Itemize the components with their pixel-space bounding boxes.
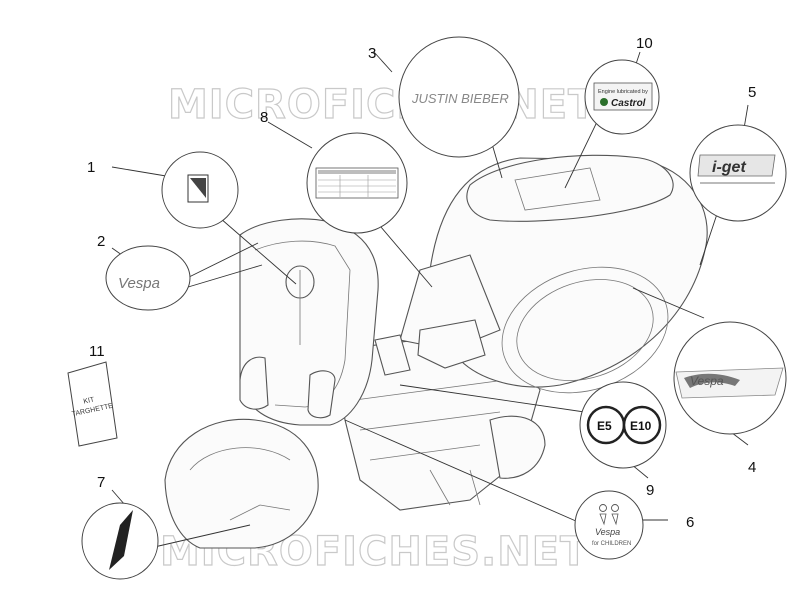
kit-envelope: KIT TARGHETTE bbox=[67, 361, 118, 447]
vespa-script-decal: Vespa bbox=[118, 275, 160, 292]
callout-number-8: 8 bbox=[260, 109, 268, 126]
callout-circle-4: Vespa bbox=[673, 321, 787, 435]
callout-number-9: 9 bbox=[646, 482, 654, 499]
callout-circle-8 bbox=[306, 132, 408, 234]
callout-number-10: 10 bbox=[636, 35, 653, 52]
callout-circle-7 bbox=[81, 502, 159, 580]
callout-circle-10: Engine lubricated by Castrol bbox=[584, 59, 660, 135]
castrol-brand: Castrol bbox=[611, 98, 646, 109]
callout-number-7: 7 bbox=[97, 474, 105, 491]
signature-decal: JUSTIN BIEBER bbox=[411, 91, 509, 106]
callout-number-5: 5 bbox=[748, 84, 756, 101]
castrol-small-text: Engine lubricated by bbox=[598, 89, 648, 95]
callout-circle-9: E5 E10 bbox=[579, 381, 667, 469]
vespa-stripe-decal: Vespa bbox=[690, 374, 724, 388]
watermark-top: MICROFICHES.NET bbox=[168, 82, 596, 128]
callout-circle-1 bbox=[161, 151, 239, 229]
callout-number-4: 4 bbox=[748, 459, 756, 476]
e10-label: E10 bbox=[630, 419, 652, 433]
callout-number-3: 3 bbox=[368, 45, 376, 62]
iget-decal: i-get bbox=[712, 159, 746, 176]
kit-label-line1: KIT bbox=[83, 396, 96, 405]
callout-circle-6: Vespa for CHILDREN bbox=[574, 490, 644, 560]
sticker6-sub: for CHILDREN bbox=[592, 541, 631, 547]
callout-circle-5: i-get bbox=[689, 124, 787, 222]
callout-number-2: 2 bbox=[97, 233, 105, 250]
callout-number-6: 6 bbox=[686, 514, 694, 531]
callout-circle-2: Vespa bbox=[105, 245, 191, 311]
callout-number-11: 11 bbox=[89, 343, 105, 360]
sticker6-brand: Vespa bbox=[595, 527, 620, 537]
e5-label: E5 bbox=[597, 419, 612, 433]
callout-circle-3: JUSTIN BIEBER bbox=[398, 36, 520, 158]
callout-numbers: 1 2 3 4 5 6 7 8 9 10 11 bbox=[87, 35, 756, 531]
scooter-body bbox=[164, 154, 708, 549]
callout-number-1: 1 bbox=[87, 159, 95, 176]
